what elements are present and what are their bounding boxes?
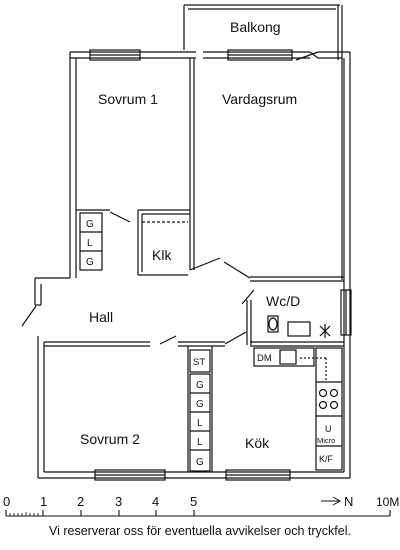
scale-tick-4: 4	[152, 494, 159, 509]
kitchen-col-label-0: U	[325, 424, 332, 434]
room-label-bedroom2: Sovrum 2	[80, 431, 140, 447]
kitchen-counters	[253, 347, 343, 471]
room-label-hall: Hall	[89, 309, 113, 325]
scale-tick-0: 0	[3, 494, 10, 509]
room-label-bathroom: Wc/D	[266, 293, 300, 309]
balcony-outline	[183, 4, 343, 280]
storage-st-label: ST	[193, 357, 205, 368]
room-label-kitchen: Kök	[245, 435, 270, 451]
wardrobe2-label-4: G	[196, 457, 204, 468]
wardrobe-1	[79, 212, 103, 271]
wardrobe2-label-1: G	[196, 399, 204, 410]
kitchen-col-label-2: K/F	[319, 454, 334, 464]
room-label-bedroom1: Sovrum 1	[98, 91, 158, 107]
wardrobe1-label-2: G	[86, 257, 94, 268]
doors	[21, 51, 319, 345]
wardrobe-2	[189, 349, 211, 472]
kitchen-col-label-1: Micro	[317, 436, 335, 445]
scale-tick-2: 2	[77, 494, 84, 509]
north-arrow-icon	[321, 496, 342, 506]
windows	[89, 49, 352, 481]
exterior-walls	[34, 51, 351, 479]
scale-tick-1: 1	[40, 494, 47, 509]
room-label-living: Vardagsrum	[222, 91, 297, 107]
wardrobe2-label-0: G	[196, 380, 204, 391]
scale-bar: 0 1 2 3 4 5 10M N	[3, 494, 399, 517]
room-labels: Balkong Sovrum 1 Vardagsrum Klk Hall Wc/…	[80, 19, 300, 451]
interior-walls	[44, 58, 344, 472]
bathroom-fixtures	[267, 315, 331, 338]
room-label-closet: Klk	[152, 247, 172, 263]
scale-tick-3: 3	[115, 494, 122, 509]
room-label-balcony: Balkong	[230, 19, 281, 35]
dishwasher-label: DM	[257, 353, 272, 364]
wardrobe2-label-2: L	[197, 418, 203, 429]
wardrobe1-label-1: L	[87, 238, 93, 249]
wardrobe2-label-3: L	[197, 437, 203, 448]
fixture-labels: G L G ST G G L L G DM U Micro K/F	[86, 219, 335, 468]
north-label: N	[344, 494, 353, 509]
wardrobe1-label-0: G	[86, 219, 94, 230]
scale-tick-5: 5	[190, 494, 197, 509]
disclaimer-text: Vi reserverar oss för eventuella avvikel…	[49, 524, 351, 538]
scale-end-label: 10M	[376, 495, 399, 509]
